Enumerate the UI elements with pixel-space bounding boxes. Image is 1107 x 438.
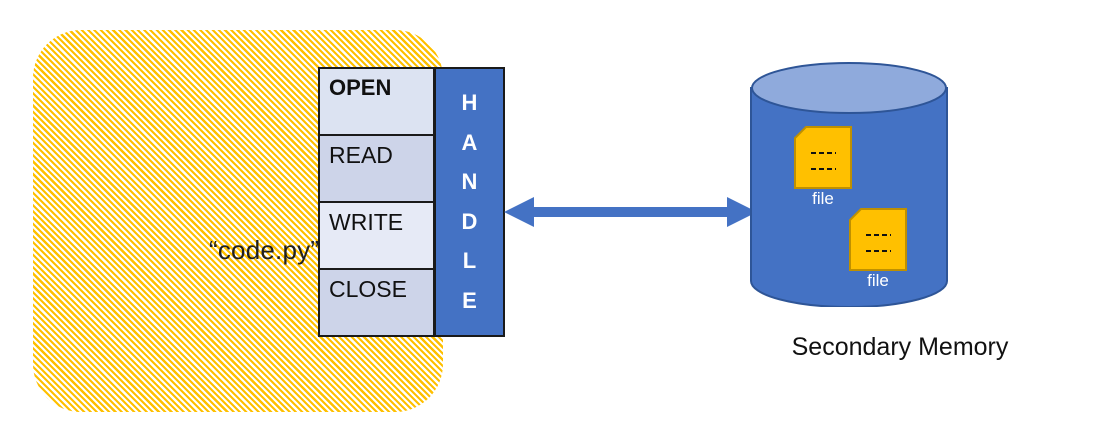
secondary-memory-cylinder: file file [750, 62, 948, 307]
handle-letter-l: L [462, 248, 477, 274]
handle-letter-n: N [461, 169, 478, 195]
operation-row-close[interactable]: CLOSE [320, 270, 433, 335]
file-operations-table: OPEN READ WRITE CLOSE [318, 67, 435, 337]
file-icon-1: file [794, 126, 852, 207]
handle-letter-h: H [461, 90, 478, 116]
operation-row-open[interactable]: OPEN [320, 69, 433, 136]
secondary-memory-label: Secondary Memory [791, 333, 1009, 361]
handle-letter-d: D [461, 208, 478, 234]
file-handle-column: H A N D L E [434, 67, 505, 337]
file-icon-2: file [849, 208, 907, 289]
operation-row-read[interactable]: READ [320, 136, 433, 203]
handle-letter-a: A [461, 129, 478, 155]
operation-row-write[interactable]: WRITE [320, 203, 433, 270]
program-label: “code.py” [209, 235, 320, 265]
bidirectional-transfer-arrow-icon [504, 194, 757, 230]
file-icon-1-caption: file [812, 189, 834, 208]
file-icon-2-caption: file [867, 271, 889, 290]
handle-letter-e: E [462, 287, 477, 313]
